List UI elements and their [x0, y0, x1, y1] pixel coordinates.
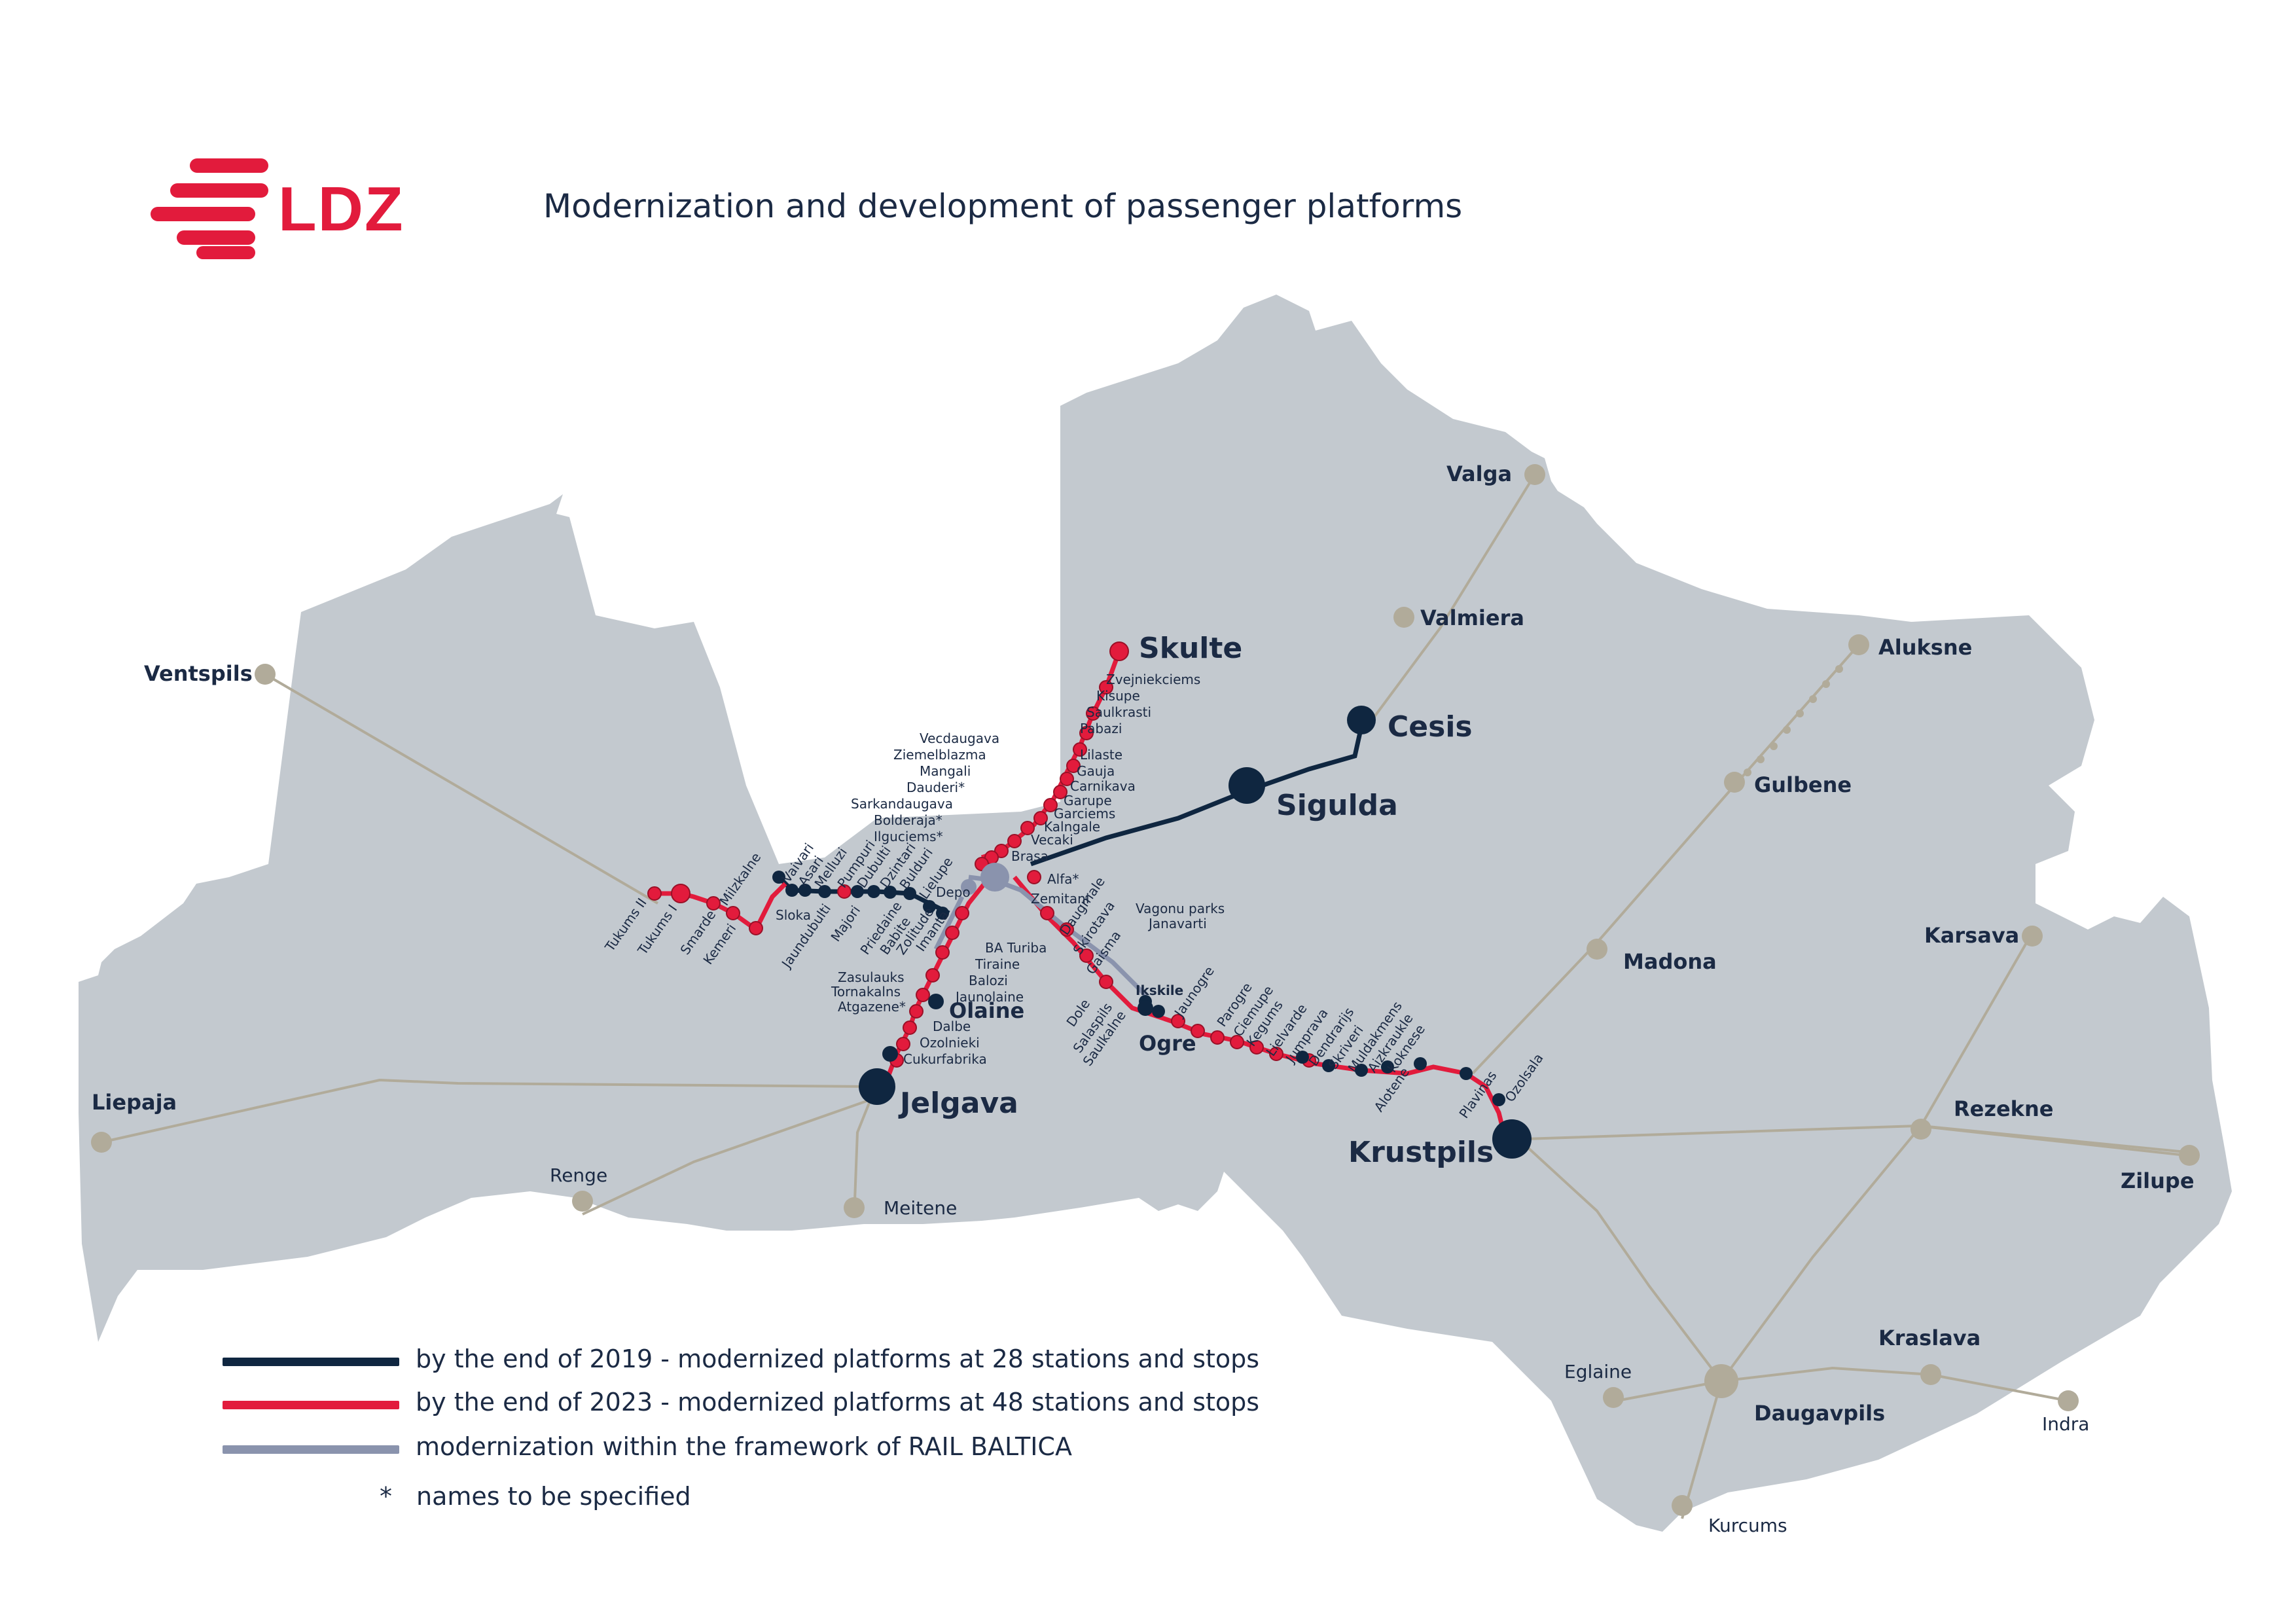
city-labels: Valga Valmiera Aluksne Gulbene Madona Ka…: [92, 461, 2195, 1536]
label-zvejniekciems: Zvejniekciems: [1106, 672, 1200, 687]
label-tornakalns: Tornakalns: [831, 984, 901, 1000]
label-valga: Valga: [1446, 461, 1512, 486]
legend-label-2019: by the end of 2019 - modernized platform…: [416, 1344, 1260, 1373]
label-eglaine: Eglaine: [1564, 1361, 1632, 1382]
label-valmiera: Valmiera: [1420, 605, 1524, 630]
label-alfa: Alfa*: [1047, 871, 1079, 887]
label-kraslava: Kraslava: [1878, 1326, 1981, 1350]
label-dauderi: Dauderi*: [906, 780, 965, 795]
label-pabazi: Pabazi: [1080, 721, 1122, 736]
label-lilaste: Lilaste: [1080, 747, 1122, 763]
label-sarkandaugava: Sarkandaugava: [851, 796, 953, 812]
grey-city-markers: [91, 464, 2200, 1516]
label-carnikava: Carnikava: [1070, 778, 1136, 794]
label-garciems: Garciems: [1054, 806, 1115, 821]
aluksne-dotted-line: [1744, 665, 1843, 776]
label-dalbe: Dalbe: [933, 1019, 971, 1034]
legend-swatch-2019: [223, 1358, 399, 1366]
label-olaine: Olaine: [949, 998, 1024, 1023]
ldz-logo-icon: [151, 158, 268, 259]
label-balozi: Balozi: [969, 973, 1008, 988]
label-meitene: Meitene: [884, 1197, 957, 1219]
label-ogre: Ogre: [1139, 1031, 1196, 1056]
label-madona: Madona: [1623, 949, 1717, 974]
ldz-logo-text: LDZ: [278, 174, 404, 244]
legend-swatch-2023: [223, 1401, 399, 1409]
label-zilupe: Zilupe: [2121, 1168, 2195, 1193]
label-tiraine: Tiraine: [975, 956, 1020, 972]
label-ikskile: Ikskile: [1136, 983, 1183, 998]
label-cukurfabrika: Cukurfabrika: [903, 1051, 987, 1067]
label-janavarti: Janavarti: [1147, 916, 1207, 931]
label-aluksne: Aluksne: [1878, 635, 1972, 660]
label-jelgava: Jelgava: [898, 1087, 1018, 1120]
depo-marker: [961, 879, 977, 895]
label-rezekne: Rezekne: [1954, 1096, 2053, 1121]
major-dark-nodes: [859, 706, 1532, 1159]
label-ozolnieki: Ozolnieki: [920, 1035, 980, 1051]
page-title: Modernization and development of passeng…: [543, 187, 1463, 225]
label-gulbene: Gulbene: [1754, 772, 1852, 797]
label-depo: Depo: [936, 884, 971, 900]
label-sigulda: Sigulda: [1276, 789, 1398, 822]
red-station-markers: [647, 641, 1316, 1068]
label-mangali: Mangali: [920, 763, 971, 779]
footnote-text: names to be specified: [416, 1482, 691, 1511]
label-garupe: Garupe: [1064, 793, 1112, 808]
label-jaunolaine: Jaunolaine: [954, 989, 1024, 1005]
label-gauja: Gauja: [1077, 763, 1115, 779]
label-renge: Renge: [550, 1164, 607, 1186]
label-atgazene: Atgazene*: [838, 999, 906, 1015]
label-indra: Indra: [2042, 1413, 2089, 1435]
label-kisupe: Kisupe: [1096, 688, 1140, 704]
dark-station-markers: [772, 871, 1505, 1106]
label-vagonu-parks: Vagonu parks: [1136, 901, 1225, 916]
label-sloka: Sloka: [776, 907, 811, 923]
label-brasa: Brasa: [1011, 848, 1049, 864]
label-zemitani: Zemitani: [1031, 891, 1089, 907]
major-labels: Skulte Cesis Sigulda Jelgava Olaine Krus…: [898, 632, 1494, 1169]
label-zasulauks: Zasulauks: [838, 969, 905, 985]
label-ilguciems: Ilguciems*: [874, 829, 943, 844]
legend-label-rail-baltica: modernization within the framework of RA…: [416, 1432, 1072, 1461]
label-bolderaja: Bolderaja*: [874, 812, 942, 828]
legend-swatch-rail-baltica: [223, 1445, 399, 1454]
label-karsava: Karsava: [1924, 923, 2019, 948]
label-saulkrasti: Saulkrasti: [1086, 704, 1151, 720]
label-cesis: Cesis: [1388, 710, 1473, 744]
legend-label-2023: by the end of 2023 - modernized platform…: [416, 1388, 1260, 1416]
label-skulte: Skulte: [1139, 632, 1242, 665]
label-kalngale: Kalngale: [1044, 819, 1100, 835]
footnote-symbol: *: [380, 1482, 392, 1511]
label-ventspils: Ventspils: [144, 661, 253, 686]
label-liepaja: Liepaja: [92, 1090, 177, 1115]
riga-hub-marker: [980, 863, 1009, 892]
label-vecdaugava: Vecdaugava: [920, 731, 999, 746]
label-vecaki: Vecaki: [1031, 832, 1073, 848]
label-ba-turiba: BA Turiba: [985, 940, 1047, 956]
label-kurcums: Kurcums: [1708, 1515, 1787, 1536]
label-ziemelblazma: Ziemelblazma: [893, 747, 986, 763]
label-krustpils: Krustpils: [1348, 1136, 1494, 1169]
latvia-land-shape: [79, 295, 2232, 1532]
label-daugavpils: Daugavpils: [1754, 1401, 1885, 1426]
